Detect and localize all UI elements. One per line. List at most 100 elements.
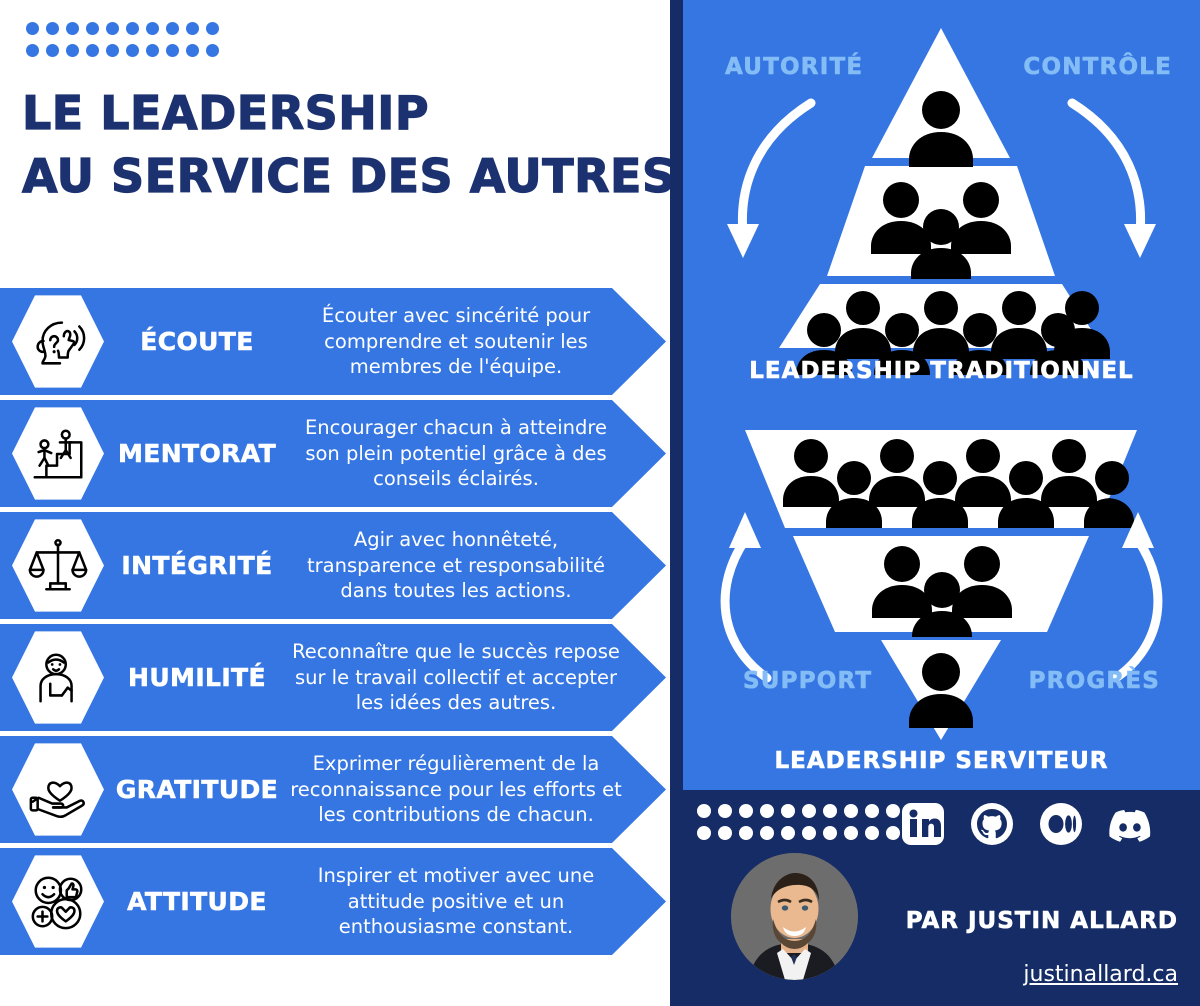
dot [865, 804, 879, 818]
linkedin-icon[interactable] [899, 800, 947, 848]
dot [206, 22, 219, 35]
servant-leadership-diagram: SUPPORT PROGRÈS LEADERSHIP SERVITEUR [683, 400, 1200, 790]
balance-scales-icon [12, 518, 104, 614]
dot [718, 826, 732, 840]
dot [718, 804, 732, 818]
value-row-background [0, 288, 666, 395]
dot [886, 826, 900, 840]
dot [86, 44, 99, 57]
dot [186, 22, 199, 35]
avatar [731, 853, 858, 980]
value-row: ÉCOUTE Écouter avec sincérité pour compre… [0, 288, 666, 395]
dot [146, 22, 159, 35]
dot [739, 804, 753, 818]
dot [865, 826, 879, 840]
medium-icon[interactable] [1037, 800, 1085, 848]
dot [206, 44, 219, 57]
title-line-2: AU SERVICE DES AUTRES [21, 149, 676, 204]
dot [66, 44, 79, 57]
dot [739, 826, 753, 840]
website-link[interactable]: justinallard.ca [1023, 962, 1178, 987]
social-links [899, 800, 1154, 848]
avatar-portrait [731, 853, 858, 980]
value-description: Inspirer et motiver avec une attitude po… [317, 864, 595, 939]
byline: PAR JUSTIN ALLARD [905, 908, 1178, 935]
dot [802, 826, 816, 840]
dot [823, 826, 837, 840]
dot [86, 22, 99, 35]
value-row: HUMILITÉ Reconnaître que le succès repose… [0, 624, 666, 731]
value-description: Agir avec honnêteté, transparence et res… [307, 528, 605, 603]
value-row: ATTITUDE Inspirer et motiver avec une att… [0, 848, 666, 955]
mentor-stairs-icon [12, 406, 104, 502]
value-row: GRATITUDE Exprimer régulièrement de la re… [0, 736, 666, 843]
value-title: MENTORAT [117, 439, 277, 469]
dot [781, 804, 795, 818]
traditional-label-left: AUTORITÉ [725, 54, 864, 81]
dot [823, 804, 837, 818]
value-row-background [0, 400, 666, 507]
dot [844, 804, 858, 818]
dot [46, 22, 59, 35]
traditional-leadership-diagram: AUTORITÉ CONTRÔLE LEADERSHIP TRADITIONNE… [683, 18, 1200, 388]
value-row: MENTORAT Encourager chacun à atteindre so… [0, 400, 666, 507]
hand-heart-icon [12, 742, 104, 838]
page-title: LE LEADERSHIP AU SERVICE DES AUTRES [21, 82, 676, 209]
value-row-background [0, 848, 666, 955]
github-icon[interactable] [968, 800, 1016, 848]
dot [166, 44, 179, 57]
values-list: ÉCOUTE Écouter avec sincérité pour compre… [0, 288, 670, 960]
dot [186, 44, 199, 57]
dot [802, 804, 816, 818]
value-row-background [0, 736, 666, 843]
dot [26, 22, 39, 35]
panel-divider [670, 0, 683, 1006]
dot [66, 22, 79, 35]
value-row: INTÉGRITÉ Agir avec honnêteté, transparen… [0, 512, 666, 619]
value-title: INTÉGRITÉ [121, 551, 273, 581]
smiley-thumbsup-heart-icon [12, 854, 104, 950]
dot [697, 826, 711, 840]
servant-caption: LEADERSHIP SERVITEUR [774, 748, 1109, 775]
value-row-background [0, 512, 666, 619]
value-title: GRATITUDE [115, 775, 279, 805]
hexagon-shape [12, 743, 104, 836]
dot [166, 22, 179, 35]
dot [126, 44, 139, 57]
dot [697, 804, 711, 818]
value-description: Écouter avec sincérité pour comprendre e… [321, 304, 591, 379]
dot [760, 804, 774, 818]
servant-label-right: PROGRÈS [1028, 668, 1160, 695]
hexagon-shape [12, 631, 104, 724]
traditional-caption: LEADERSHIP TRADITIONNEL [749, 358, 1134, 385]
left-panel: LE LEADERSHIP AU SERVICE DES AUTRES ÉCOU… [0, 22, 676, 960]
right-panel: AUTORITÉ CONTRÔLE LEADERSHIP TRADITIONNE… [683, 0, 1200, 790]
dot [146, 44, 159, 57]
value-description: Encourager chacun à atteindre son plein … [304, 416, 608, 491]
dot [106, 22, 119, 35]
value-row-background [0, 624, 666, 731]
servant-label-left: SUPPORT [743, 668, 873, 695]
footer-dot-grid [697, 804, 907, 848]
value-description: Reconnaître que le succès repose sur le … [292, 640, 620, 715]
dot [844, 826, 858, 840]
dot [760, 826, 774, 840]
title-line-1: LE LEADERSHIP [21, 85, 430, 140]
value-description: Exprimer régulièrement de la reconnaissa… [290, 752, 622, 827]
dot [781, 826, 795, 840]
listening-ear-icon [12, 294, 104, 390]
dot [106, 44, 119, 57]
traditional-label-right: CONTRÔLE [1023, 54, 1172, 81]
value-title: HUMILITÉ [128, 663, 266, 693]
value-title: ÉCOUTE [140, 327, 254, 357]
dot [886, 804, 900, 818]
servant-pyramid-graphic [720, 430, 1163, 740]
footer: PAR JUSTIN ALLARD justinallard.ca [683, 790, 1200, 1006]
dot [126, 22, 139, 35]
humble-person-icon [12, 630, 104, 726]
discord-icon[interactable] [1106, 800, 1154, 848]
traditional-pyramid-graphic [727, 28, 1156, 375]
value-title: ATTITUDE [127, 887, 267, 917]
dot [46, 44, 59, 57]
